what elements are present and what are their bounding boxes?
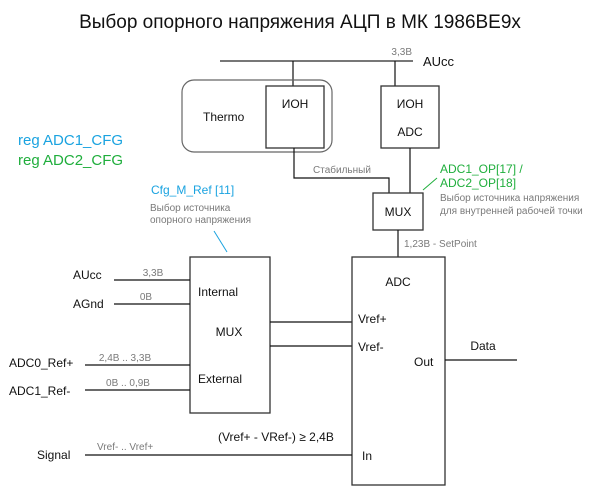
stable-label: Стабильный (313, 164, 371, 176)
input-agnd-label: AGnd (73, 297, 104, 311)
register-adc1-cfg: reg ADC1_CFG (18, 132, 123, 149)
mux-top-desc-2: для внутренней рабочей точки (440, 205, 583, 217)
thermo-ion-label: ИОН (282, 97, 309, 111)
mux-ref-external: External (198, 372, 242, 386)
input-adc1-ref-label: ADC1_Ref- (9, 384, 70, 398)
adc-in: In (362, 449, 372, 463)
mux-top-control-2: ADC2_OP[18] (440, 176, 516, 190)
input-aucc-voltage: 3,3В (143, 268, 164, 279)
mux-top-box (372, 192, 424, 231)
page-title: Выбор опорного напряжения АЦП в МК 1986В… (79, 12, 521, 33)
signal-condition: (Vref+ - VRef-) ≥ 2,4В (218, 430, 334, 444)
mux-ref-box (189, 256, 271, 414)
aucc-rail-voltage: 3,3В (391, 47, 412, 58)
ion-adc-label-2: ADC (397, 125, 423, 139)
thermo-container (181, 79, 333, 153)
signal-range: Vref- .. Vref+ (97, 442, 153, 453)
signal-label: Signal (37, 448, 70, 462)
input-aucc-label: AUcc (73, 268, 102, 282)
ion-adc-label-1: ИОН (397, 97, 424, 111)
mux-top-control-pointer (422, 177, 438, 191)
mux-ref-internal: Internal (198, 285, 238, 299)
data-label: Data (470, 339, 496, 353)
adc-label: ADC (385, 275, 411, 289)
adc-vref-minus: Vref- (358, 340, 384, 354)
cfg-mref-pointer (213, 230, 228, 253)
mux-top-label: MUX (385, 205, 412, 219)
thermo-ion-box (265, 85, 325, 149)
adc-out: Out (414, 355, 434, 369)
ion-adc-box (380, 85, 440, 149)
adc-box (351, 256, 446, 486)
mux-top-control-1: ADC1_OP[17] / (440, 162, 523, 176)
input-adc1-ref-voltage: 0В .. 0,9В (106, 378, 150, 389)
cfg-mref-label: Cfg_M_Ref [11] (151, 183, 234, 197)
mux-top-desc-1: Выбор источника напряжения (440, 192, 579, 204)
input-agnd-voltage: 0В (140, 292, 153, 303)
cfg-mref-desc-2: опорного напряжения (150, 215, 251, 226)
aucc-rail-label: AUcc (423, 54, 455, 69)
setpoint-label: 1,23В - SetPoint (404, 239, 477, 250)
register-adc2-cfg: reg ADC2_CFG (18, 152, 123, 169)
input-adc0-ref-voltage: 2,4В .. 3,3В (99, 353, 152, 364)
cfg-mref-desc-1: Выбор источника (150, 202, 231, 214)
mux-ref-mux: MUX (216, 325, 243, 339)
stable-wire (293, 148, 390, 193)
input-adc0-ref-label: ADC0_Ref+ (9, 356, 73, 370)
adc-vref-plus: Vref+ (358, 312, 387, 326)
thermo-label: Thermo (203, 110, 245, 124)
